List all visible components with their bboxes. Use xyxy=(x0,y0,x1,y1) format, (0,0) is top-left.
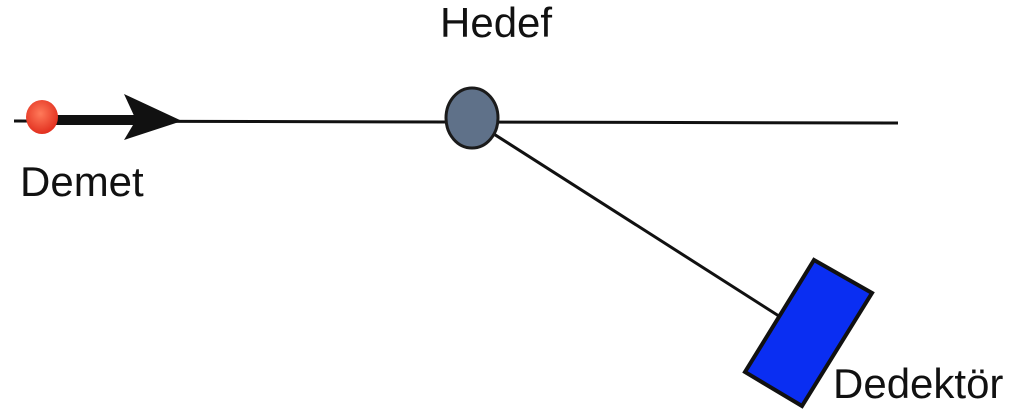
scattered-path-line xyxy=(474,120,783,320)
detector-label: Dedektör xyxy=(833,360,1003,407)
target-sphere xyxy=(444,86,500,150)
beam-particle xyxy=(26,100,58,134)
target-label: Hedef xyxy=(440,0,552,46)
beam-label: Demet xyxy=(20,158,144,205)
beam-arrow-head xyxy=(124,94,182,140)
detector-block xyxy=(742,257,875,409)
